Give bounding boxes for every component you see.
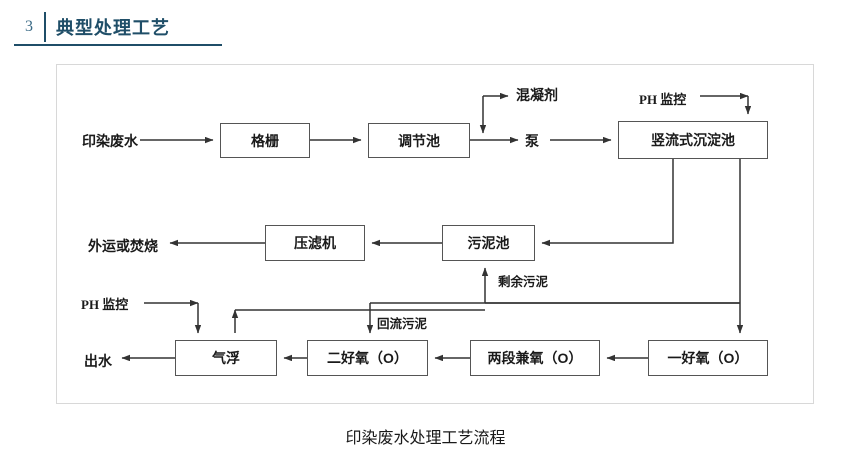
figure-caption: 印染废水处理工艺流程 bbox=[345, 430, 506, 447]
section-header: 3 典型处理工艺 bbox=[14, 10, 222, 46]
flow-label-disposal: 外运或焚烧 bbox=[88, 238, 158, 254]
flow-label-influent: 印染废水 bbox=[82, 133, 138, 149]
process-node-anoxic-2stage[interactable]: 两段兼氧（O） bbox=[470, 340, 600, 376]
process-node-aerobic-1[interactable]: 一好氧（O） bbox=[648, 340, 768, 376]
header-divider bbox=[44, 12, 46, 42]
process-node-sedimentation[interactable]: 竖流式沉淀池 bbox=[618, 121, 768, 159]
flow-label-ph-top: PH 监控 bbox=[639, 92, 687, 107]
flow-label-effluent: 出水 bbox=[84, 353, 112, 369]
page-title: 典型处理工艺 bbox=[56, 18, 170, 38]
flow-label-ph-bottom: PH 监控 bbox=[81, 297, 129, 312]
flow-label-coagulant: 混凝剂 bbox=[516, 87, 558, 103]
process-node-aerobic-2[interactable]: 二好氧（O） bbox=[307, 340, 428, 376]
flow-label-return: 回流污泥 bbox=[377, 317, 428, 331]
process-node-sludge-tank[interactable]: 污泥池 bbox=[442, 225, 535, 261]
process-node-filter-press[interactable]: 压滤机 bbox=[265, 225, 365, 261]
section-number: 3 bbox=[25, 18, 33, 35]
process-node-grille[interactable]: 格栅 bbox=[220, 123, 310, 158]
flow-label-excess: 剩余污泥 bbox=[498, 275, 549, 289]
flow-label-pump: 泵 bbox=[525, 133, 539, 149]
process-node-flotation[interactable]: 气浮 bbox=[175, 340, 277, 376]
process-node-regulating[interactable]: 调节池 bbox=[368, 123, 470, 158]
